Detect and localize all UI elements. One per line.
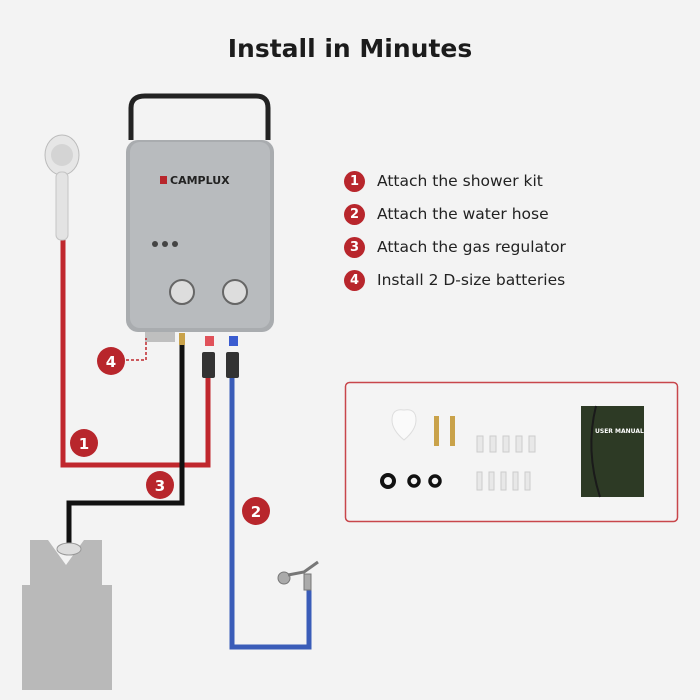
manual-title: USER MANUAL: [595, 428, 644, 435]
gas-hose-black: [66, 345, 185, 548]
step-text: Install 2 D-size batteries: [377, 271, 566, 289]
badge-3: 3: [155, 477, 165, 495]
page-title: Install in Minutes: [227, 34, 473, 63]
badge-2: 2: [251, 503, 261, 521]
step-badge: 1: [344, 170, 365, 192]
water-hose-blue: [229, 378, 312, 650]
user-manual-icon: [581, 406, 644, 497]
shower-head-icon: [44, 134, 80, 241]
step-2: 2 Attach the water hose: [344, 203, 549, 225]
accessories-box: USER MANUAL: [344, 381, 679, 523]
step-badge: 3: [344, 236, 365, 258]
gas-tank-icon: [22, 540, 112, 690]
faucet-icon: [277, 560, 319, 591]
step-4: 4 Install 2 D-size batteries: [344, 269, 565, 291]
shower-hose-red: [60, 238, 211, 468]
badge-4: 4: [106, 353, 116, 371]
step-badge: 4: [344, 269, 365, 291]
step-badge: 2: [344, 203, 365, 225]
step-text: Attach the gas regulator: [377, 238, 566, 256]
step-3: 3 Attach the gas regulator: [344, 236, 566, 258]
step-text: Attach the shower kit: [377, 172, 543, 190]
water-heater-icon: [126, 93, 274, 378]
step-text: Attach the water hose: [377, 205, 549, 223]
step-1: 1 Attach the shower kit: [344, 170, 543, 192]
badge-1: 1: [79, 435, 89, 453]
brand-logo: CAMPLUX: [170, 174, 230, 187]
